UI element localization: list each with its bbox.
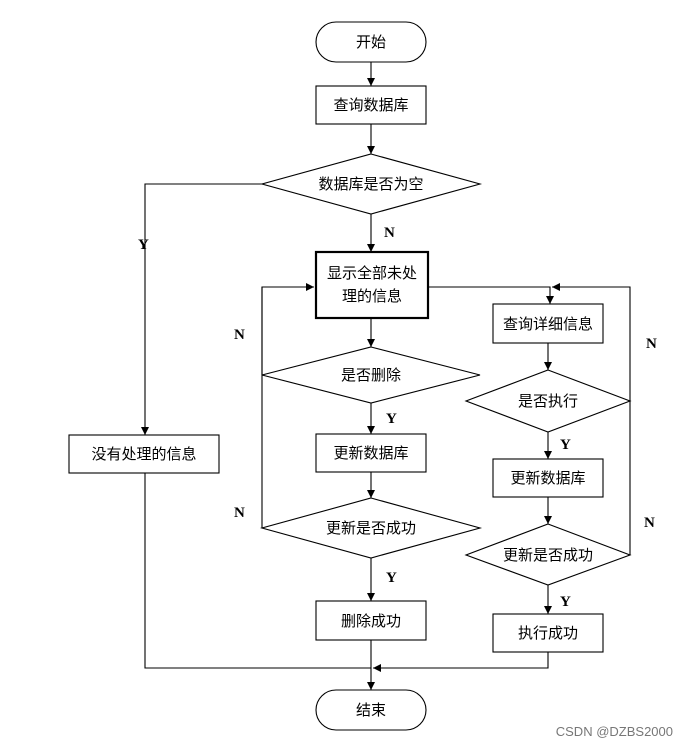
edge-show-to-detail: [428, 286, 554, 304]
no-unprocessed-label: 没有处理的信息: [91, 445, 196, 463]
label-update-right-no: N: [644, 515, 655, 531]
node-start: 开始: [315, 21, 427, 63]
node-show-unprocessed: 显示全部未处 理的信息: [314, 250, 430, 320]
show-unprocessed-label-line1: 显示全部未处: [327, 264, 417, 282]
node-delete-question: 是否删除: [261, 346, 481, 404]
node-no-unprocessed: 没有处理的信息: [68, 434, 220, 474]
update-db-left-label: 更新数据库: [333, 444, 408, 462]
execute-question-diamond: [464, 369, 632, 433]
label-execute-no: N: [646, 336, 657, 352]
query-db-label: 查询数据库: [333, 96, 408, 114]
show-unprocessed-box: [314, 250, 430, 320]
query-db-box: [315, 85, 427, 125]
show-unprocessed-label-line2: 理的信息: [342, 287, 402, 305]
no-unprocessed-box: [68, 434, 220, 474]
update-db-right-label: 更新数据库: [510, 469, 585, 487]
label-execute-yes: Y: [560, 437, 571, 453]
execute-ok-label: 执行成功: [518, 624, 578, 642]
label-delete-yes: Y: [386, 411, 397, 427]
delete-ok-label: 删除成功: [341, 612, 401, 630]
edge-executeok-to-end: [373, 652, 549, 672]
end-terminal: [315, 689, 427, 731]
delete-question-label: 是否删除: [341, 366, 401, 384]
end-label: 结束: [356, 701, 386, 719]
edge-nohandle-to-end: [144, 473, 371, 669]
node-execute-question: 是否执行: [464, 369, 632, 433]
query-detail-label: 查询详细信息: [503, 315, 593, 333]
node-execute-ok: 执行成功: [492, 613, 604, 653]
label-update-left-no: N: [234, 505, 245, 521]
update-ok-right-label: 更新是否成功: [503, 546, 593, 564]
node-db-empty: 数据库是否为空: [259, 153, 483, 215]
label-update-left-yes: Y: [386, 570, 397, 586]
node-query-db: 查询数据库: [315, 85, 427, 125]
delete-ok-box: [315, 600, 427, 641]
delete-question-diamond: [261, 346, 481, 404]
update-ok-left-label: 更新是否成功: [326, 519, 416, 537]
node-update-ok-left: 更新是否成功: [259, 497, 483, 559]
edges: [141, 62, 631, 690]
update-db-left-box: [315, 433, 427, 473]
edge-empty-yes: [141, 183, 262, 435]
node-end: 结束: [315, 689, 427, 731]
db-empty-diamond: [259, 153, 483, 215]
label-delete-no: N: [234, 327, 245, 343]
label-empty-no: N: [384, 225, 395, 241]
node-delete-ok: 删除成功: [315, 600, 427, 641]
start-label: 开始: [356, 33, 386, 51]
edge-delete-no: [261, 283, 314, 375]
label-update-right-yes: Y: [560, 594, 571, 610]
edge-execute-no: [552, 283, 631, 400]
update-ok-left-diamond: [259, 497, 483, 559]
execute-question-label: 是否执行: [518, 392, 578, 410]
update-ok-right-diamond: [464, 523, 632, 586]
node-query-detail: 查询详细信息: [492, 303, 604, 344]
db-empty-label: 数据库是否为空: [318, 175, 423, 193]
edge-labels: Y N N Y N Y N Y N Y: [138, 225, 657, 610]
watermark-text: CSDN @DZBS2000: [556, 724, 673, 739]
node-update-ok-right: 更新是否成功: [464, 523, 632, 586]
node-update-db-right: 更新数据库: [492, 458, 604, 498]
node-update-db-left: 更新数据库: [315, 433, 427, 473]
execute-ok-box: [492, 613, 604, 653]
start-terminal: [315, 21, 427, 63]
update-db-right-box: [492, 458, 604, 498]
label-empty-yes: Y: [138, 237, 149, 253]
query-detail-box: [492, 303, 604, 344]
